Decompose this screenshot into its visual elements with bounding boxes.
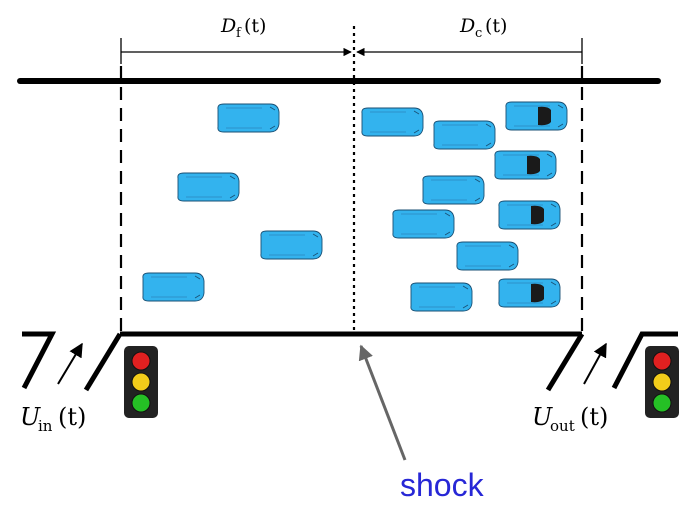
congested-length-symbol: D: [459, 15, 475, 37]
free-flow-length-label: D f (t): [220, 15, 266, 41]
exit-ramp-lower: [545, 332, 585, 392]
car: [410, 282, 473, 312]
green-light-icon: [131, 393, 151, 413]
exit-ramp-upper: [611, 331, 678, 390]
car-with-roof: [506, 102, 567, 130]
outflow-arrow: [583, 342, 607, 385]
green-light-icon: [652, 393, 672, 413]
outflow-time-arg: (t): [580, 403, 608, 431]
inflow-symbol: U: [20, 403, 41, 431]
red-light-icon: [131, 351, 151, 371]
entry-traffic-light: [124, 346, 158, 418]
congested-length-subscript: c: [475, 26, 482, 41]
outflow-symbol: U: [532, 403, 553, 431]
yellow-light-icon: [131, 372, 151, 392]
inflow-time-arg: (t): [58, 403, 86, 431]
car: [433, 120, 496, 150]
car-with-roof: [495, 151, 556, 179]
car-with-roof: [499, 279, 560, 307]
congested-length-label: D c (t): [459, 15, 507, 41]
inflow-subscript: in: [38, 417, 53, 435]
entry-ramp-lower: [83, 332, 123, 392]
car: [456, 241, 519, 271]
car-with-roof: [499, 201, 560, 229]
shock-label: shock: [400, 467, 485, 503]
red-light-icon: [652, 351, 672, 371]
outflow-label: U out (t): [532, 403, 608, 435]
car: [177, 172, 240, 202]
car: [260, 230, 323, 260]
congested-time-arg: (t): [485, 15, 507, 37]
car: [217, 103, 280, 133]
exit-traffic-light: [645, 346, 679, 418]
car: [361, 107, 424, 137]
free-flow-time-arg: (t): [244, 15, 266, 37]
inflow-arrow: [57, 342, 83, 385]
yellow-light-icon: [652, 372, 672, 392]
inflow-label: U in (t): [20, 403, 86, 435]
car: [392, 209, 455, 239]
car: [422, 175, 485, 205]
free-flow-length-symbol: D: [220, 15, 236, 37]
free-flow-cars: [142, 103, 323, 302]
car: [142, 272, 205, 302]
entry-ramp-upper: [21, 331, 57, 390]
free-flow-length-subscript: f: [236, 26, 242, 41]
congested-cars: [361, 102, 567, 312]
shock-pointer-arrow: [358, 344, 407, 461]
outflow-subscript: out: [550, 417, 575, 435]
